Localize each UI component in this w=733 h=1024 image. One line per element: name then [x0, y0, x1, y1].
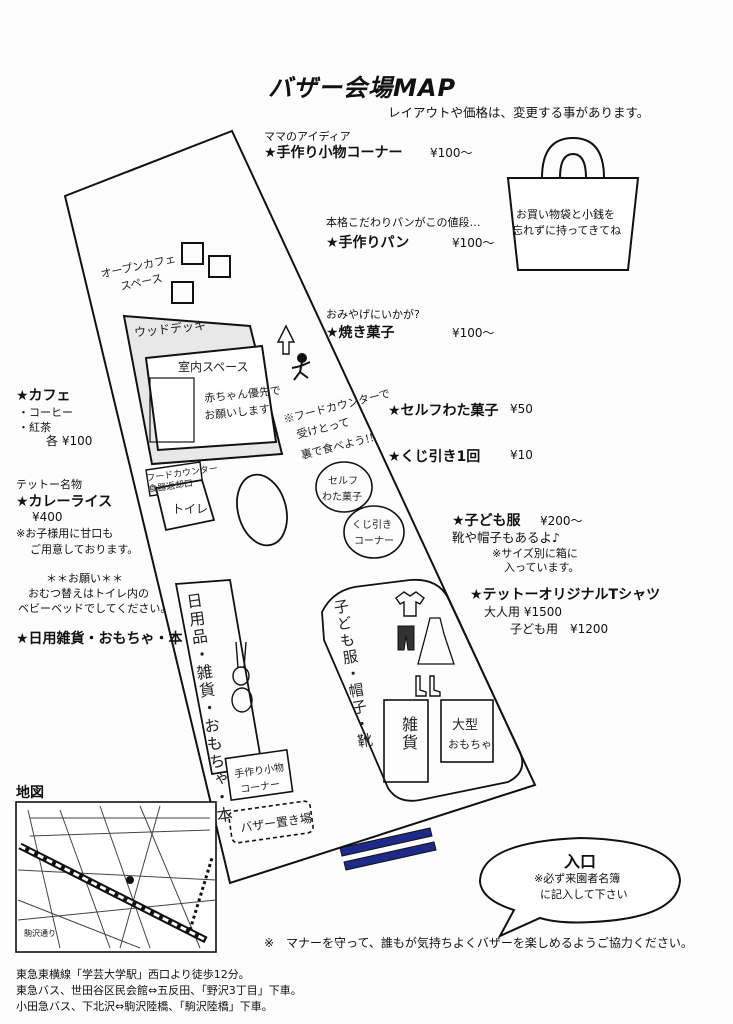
bag-note-line1: お買い物袋と小銭を	[516, 208, 615, 221]
indoor-space	[144, 344, 278, 452]
komazawa-street-label: 駒沢通り	[24, 929, 56, 938]
wata-label-2: わた菓子	[322, 492, 362, 503]
big-toy-label-2: おもちゃ	[448, 738, 492, 751]
request-title: ＊＊お願い＊＊	[46, 572, 123, 585]
direction-arrow	[276, 324, 296, 355]
big-toy-box	[440, 699, 494, 763]
tshirt-name: ★テットーオリジナルTシャツ	[470, 587, 661, 603]
kids-clothes-sub: 靴や帽子もあるよ♪	[452, 530, 560, 545]
indoor-room	[149, 377, 195, 443]
entrance-title: 入口	[564, 852, 597, 871]
item-name: ★手作り小物コーナー	[264, 145, 403, 161]
item-price: ¥50	[510, 402, 533, 416]
kuji-label-2: コーナー	[354, 536, 394, 547]
layout-notice: レイアウトや価格は、変更する事があります。	[388, 105, 650, 120]
kids-clothes-note1: ※サイズ別に箱に	[492, 547, 578, 560]
item-name: ★くじ引き1回	[388, 449, 481, 465]
wata-label-1: セルフ	[328, 476, 358, 487]
rabbit-icon	[231, 641, 253, 713]
cafe-price: 各 ¥100	[46, 434, 93, 448]
item-price: ¥10	[510, 448, 533, 462]
entrance-note-1: ※必ず来園者名簿	[534, 872, 621, 885]
curry-price: ¥400	[32, 510, 63, 524]
curry-sub: テットー名物	[16, 478, 82, 491]
item-price: ¥100〜	[452, 326, 495, 340]
toilet-label: トイレ	[172, 502, 209, 516]
item-price: ¥100〜	[430, 146, 473, 160]
request-line1: おむつ替えはトイレ内の	[28, 587, 149, 600]
curry-name: ★カレーライス	[16, 494, 113, 510]
item-name: ★焼き菓子	[326, 325, 395, 341]
zakka-label: 雑貨	[399, 716, 418, 752]
kids-clothes-price: ¥200〜	[540, 514, 583, 528]
entrance-gate	[343, 841, 437, 871]
venue-outline	[63, 129, 537, 885]
tshirt-adult-price: 大人用 ¥1500	[484, 605, 562, 619]
daily-goods-name: ★日用雑貨・おもちゃ・本	[16, 631, 183, 647]
tshirt-child-price: 子ども用 ¥1200	[510, 622, 609, 636]
runner-icon	[291, 353, 311, 381]
pants-icon	[397, 625, 415, 651]
tshirt-icon	[395, 591, 425, 617]
cafe-coffee: ・コーヒー	[18, 406, 73, 419]
curry-note1: ※お子様用に甘口も	[16, 527, 114, 540]
handmade-corner-box	[224, 748, 294, 802]
open-area-oval	[236, 473, 288, 547]
toilet-box	[154, 478, 216, 532]
request-line2: ベビーベッドでしてください。	[18, 602, 172, 615]
kids-clothes-name: ★子ども服	[452, 513, 521, 529]
access-line-3: 小田急バス、下北沢⇔駒沢陸橋、「駒沢陸橋」下車。	[16, 1000, 273, 1013]
page-title: バザー会場MAP	[268, 74, 457, 102]
shopping-bag-icon	[506, 136, 640, 271]
item-name: ★手作りパン	[326, 235, 410, 251]
access-line-2: 東急バス、世田谷区民会館⇔五反田、「野沢3丁目」下車。	[16, 984, 302, 997]
storage-box	[228, 800, 314, 844]
item-price: ¥100〜	[452, 236, 495, 250]
entrance-bubble	[478, 836, 682, 939]
map-title: 地図	[16, 785, 44, 801]
zakka-box	[383, 699, 429, 783]
big-toy-label-1: 大型	[452, 718, 479, 733]
wata-circle	[315, 461, 373, 513]
dress-icon	[417, 617, 455, 665]
cafe-tea: ・紅茶	[18, 421, 51, 434]
kids-area	[321, 578, 524, 802]
access-line-1: 東急東横線「学芸大学駅」西口より徒歩12分。	[16, 968, 250, 981]
kuji-circle	[343, 505, 405, 559]
item-name: ★セルフわた菓子	[388, 403, 499, 419]
entrance-gate	[339, 827, 433, 857]
item-sub: ママのアイディア	[264, 130, 351, 143]
bag-note-line2: 忘れずに持ってきてね	[512, 224, 622, 237]
kids-clothes-note2: 入っています。	[504, 561, 580, 574]
shoes-icon	[415, 675, 441, 697]
kuji-label-1: くじ引き	[352, 520, 392, 531]
item-sub: おみやげにいかが?	[326, 308, 420, 321]
curry-note2: ご用意しております。	[30, 543, 139, 556]
entrance-note-2: に記入して下さい	[540, 888, 628, 901]
access-map	[15, 801, 217, 953]
item-sub: 本格こだわりパンがこの値段…	[326, 216, 481, 229]
cafe-name: ★カフェ	[16, 388, 71, 404]
manner-note: ※ マナーを守って、誰もが気持ちよくバザーを楽しめるようご協力ください。	[264, 936, 693, 950]
cafe-table	[181, 242, 204, 265]
cafe-table	[208, 255, 231, 278]
indoor-label: 室内スペース	[178, 360, 249, 374]
cafe-table	[171, 281, 194, 304]
